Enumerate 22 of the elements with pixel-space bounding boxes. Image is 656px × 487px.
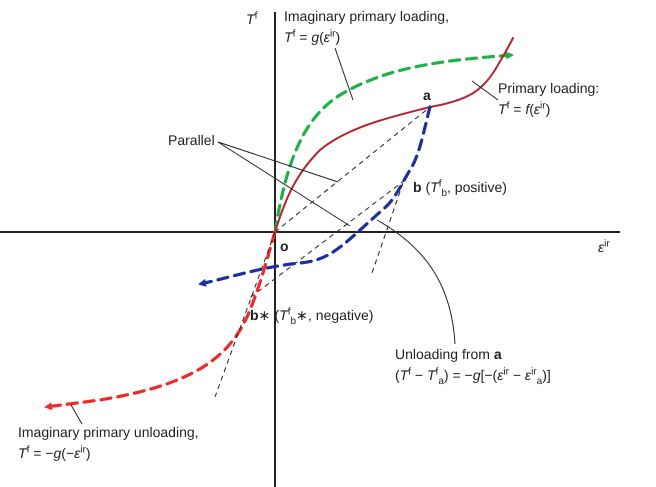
annotation-text: Unloading from a [395, 345, 503, 364]
axis-label: ε$^{ir}$ [598, 238, 610, 256]
annotation-text: Primary loading: [498, 79, 600, 98]
formula-text: T$^{f}$ = f(ε$^{ir}$) [498, 99, 552, 119]
formula-text: T$^{f}$ = −g(−ε$^{ir}$) [18, 443, 92, 463]
formula-text: T$^{f}$ = g(ε$^{ir}$) [284, 27, 342, 47]
leader-line [218, 142, 338, 182]
point-label: b (T$^{f}$$_{b}$, positive) [413, 178, 507, 196]
dashed-line [246, 180, 406, 300]
annotation-text: Parallel [168, 131, 215, 150]
formula-text: (T$^{f}$ − T$^{f}$$_{a}$) = −g[−(ε$^{ir}$ − ε$^{ir}$$_{a}$)] [395, 365, 551, 386]
leader-line [218, 142, 350, 226]
dashed-curve [44, 230, 277, 410]
point-label: o [280, 237, 289, 255]
leader-line [472, 80, 498, 100]
axis-label: T$^{f}$ [246, 10, 258, 28]
annotation-text: Imaginary primary unloading, [18, 423, 199, 442]
point-label: a [423, 86, 431, 104]
annotation-text: Imaginary primary loading, [284, 7, 449, 26]
leader-line [376, 220, 456, 344]
leader-line [334, 48, 354, 100]
leader-line [70, 404, 82, 424]
